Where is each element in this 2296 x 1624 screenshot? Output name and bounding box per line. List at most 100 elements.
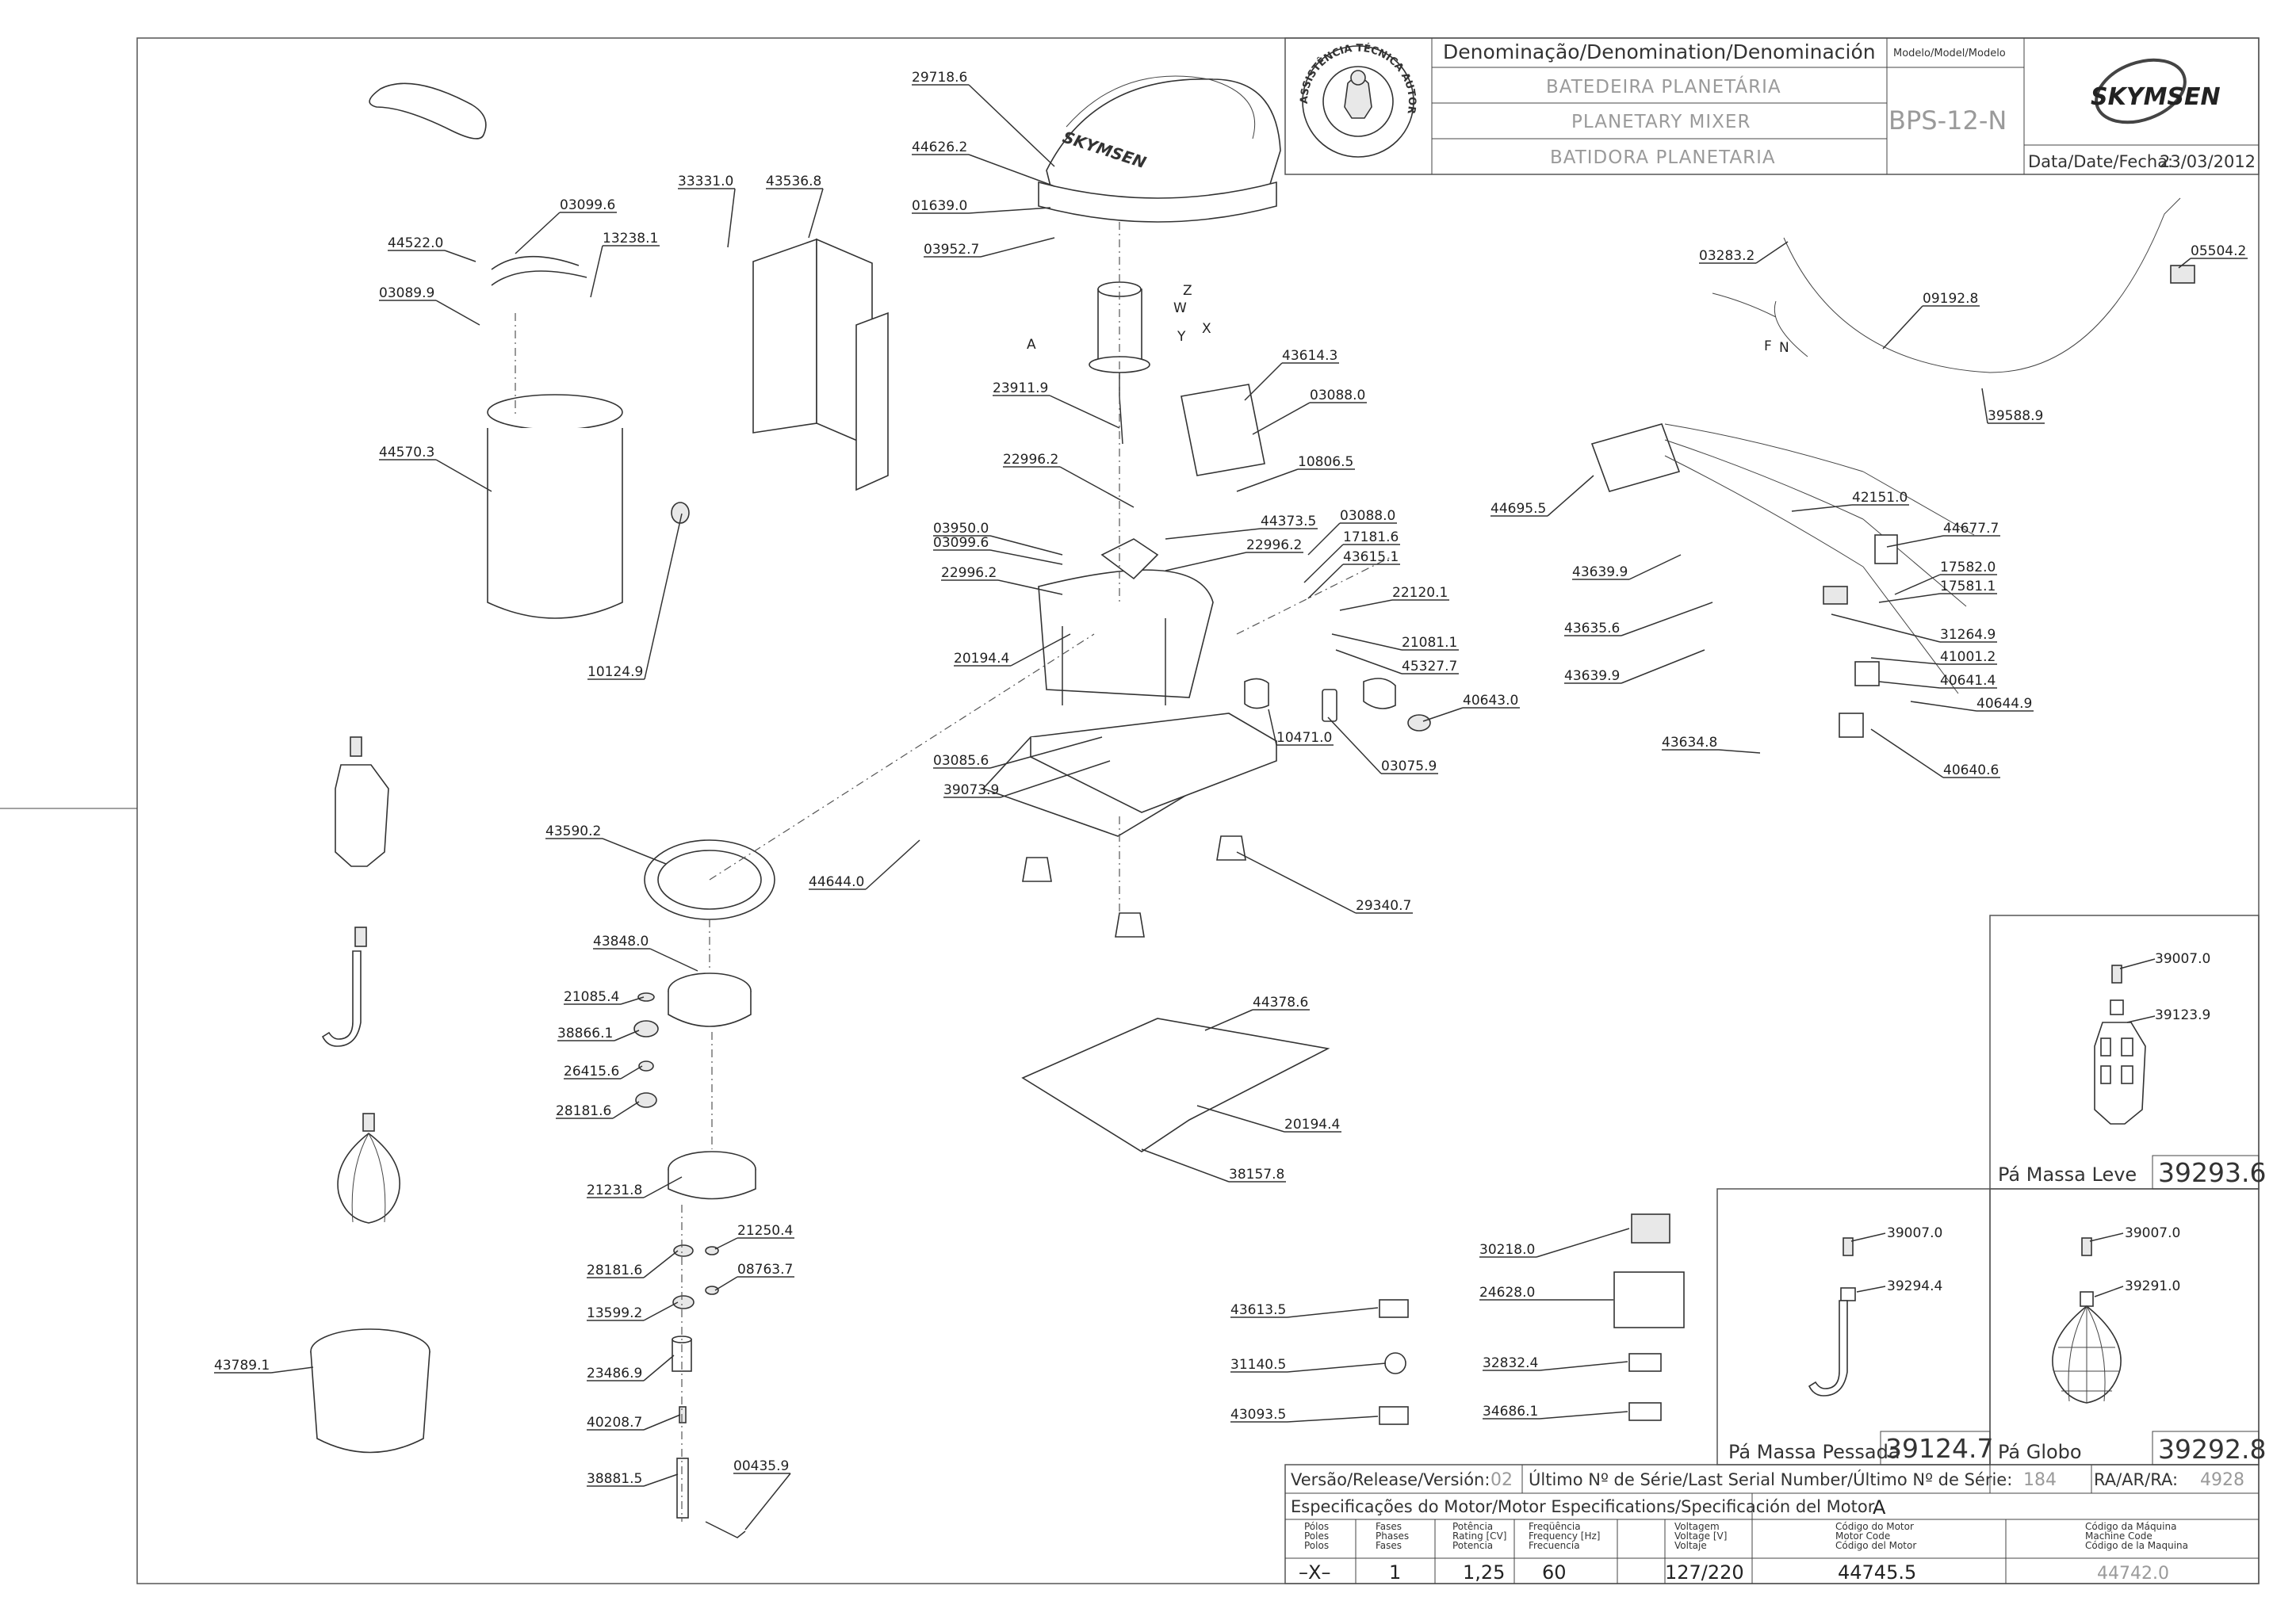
- leader-line: [1307, 522, 1341, 556]
- phases-value: 1: [1389, 1561, 1401, 1584]
- leader-line: [1621, 602, 1713, 636]
- part-label: 38881.5: [587, 1471, 642, 1487]
- leader-line: [968, 207, 1051, 214]
- leader-line: [1910, 701, 1977, 712]
- part-label: 40641.4: [1940, 673, 1996, 689]
- part-label: 22996.2: [1003, 452, 1058, 468]
- part-label: 40208.7: [587, 1415, 642, 1431]
- leader-line: [1049, 395, 1120, 429]
- kit-leve-code: 39293.6: [2158, 1157, 2266, 1188]
- part-label: 43093.5: [1230, 1407, 1286, 1423]
- leader-line: [989, 736, 1103, 769]
- part-label: 38157.8: [1229, 1167, 1284, 1183]
- part-label: 44373.5: [1261, 514, 1316, 529]
- kit-globo-part-2: 39291.0: [2125, 1278, 2180, 1294]
- leader-line: [590, 245, 603, 298]
- leader-line: [1831, 613, 1941, 643]
- part-label: 29340.7: [1356, 898, 1411, 914]
- leader-line: [714, 1276, 738, 1291]
- part-label: 05504.2: [2191, 243, 2246, 259]
- leader-line: [1870, 657, 1941, 665]
- leader-line: [643, 1473, 679, 1487]
- kit-leve-title: Pá Massa Leve: [1998, 1164, 2137, 1186]
- leader-line: [1287, 1362, 1387, 1373]
- part-label: 43639.9: [1564, 668, 1620, 684]
- part-label: 17181.6: [1343, 529, 1399, 545]
- leader-line: [1422, 707, 1464, 722]
- part-label: 44522.0: [388, 235, 443, 251]
- name-es: BATIDORA PLANETARIA: [1550, 147, 1776, 168]
- model-header: Modelo/Model/Modelo: [1893, 48, 2006, 59]
- part-label: 44570.3: [379, 445, 434, 460]
- leader-line: [643, 1250, 679, 1278]
- leader-line: [1287, 1416, 1379, 1423]
- part-label: 43789.1: [214, 1358, 270, 1374]
- kit-boxes: 39007.0 39123.9 Pá Massa Leve 39293.6 39…: [1716, 915, 2266, 1465]
- leader-line: [1236, 468, 1299, 492]
- kit-globo-drawing: 39007.0 39291.0: [2052, 1225, 2180, 1404]
- part-label: 40643.0: [1463, 693, 1518, 709]
- leader-line: [1059, 466, 1135, 508]
- kit-globo-title: Pá Globo: [1998, 1441, 2082, 1463]
- part-label: 40644.9: [1976, 696, 2032, 712]
- leader-line: [1000, 760, 1111, 798]
- leader-line: [644, 513, 683, 680]
- leader-line: [1303, 544, 1344, 583]
- part-label: 43613.5: [1230, 1302, 1286, 1318]
- leader-line: [643, 1176, 683, 1198]
- part-label: 10806.5: [1298, 454, 1353, 470]
- leader-line: [1339, 599, 1393, 611]
- part-label: 03952.7: [924, 242, 979, 258]
- leader-line: [614, 1030, 640, 1041]
- part-label: 29718.6: [912, 70, 967, 86]
- part-label: 03283.2: [1699, 248, 1755, 264]
- leader-line: [865, 839, 920, 890]
- part-label: 03085.6: [933, 753, 989, 769]
- part-label: 44378.6: [1253, 995, 1308, 1011]
- part-label: 28181.6: [587, 1263, 642, 1278]
- part-label: Y: [1177, 329, 1186, 345]
- leader-line: [1878, 593, 1941, 603]
- part-label: 42151.0: [1852, 490, 1908, 506]
- leader-line: [727, 188, 736, 248]
- kit-pessada-code: 39124.7: [1885, 1433, 1993, 1464]
- voltage-value: 127/220: [1665, 1561, 1744, 1584]
- part-label: 03099.6: [560, 197, 615, 213]
- part-label: 13599.2: [587, 1305, 642, 1321]
- leader-line: [1287, 1307, 1379, 1318]
- date-label: Data/Date/Fecha:: [2028, 152, 2173, 171]
- part-label: 22996.2: [941, 565, 997, 581]
- part-label: 44677.7: [1943, 521, 1999, 537]
- kit-globo-part-1: 39007.0: [2125, 1225, 2180, 1241]
- kit-leve-part-1: 39007.0: [2155, 951, 2210, 967]
- part-label: 43614.3: [1282, 348, 1337, 364]
- part-label: 08763.7: [737, 1262, 793, 1278]
- leader-line: [968, 84, 1055, 167]
- leader-line: [714, 1237, 738, 1250]
- leader-line: [1981, 388, 1988, 424]
- leader-line: [1307, 564, 1344, 599]
- leader-line: [435, 300, 480, 326]
- leader-line: [1165, 552, 1247, 571]
- denomination-header: Denominação/Denomination/Denominación: [1443, 40, 1876, 63]
- part-label: 41001.2: [1940, 649, 1996, 665]
- part-label: 40640.6: [1943, 762, 1999, 778]
- frequency-value: 60: [1542, 1561, 1567, 1584]
- leader-line: [1870, 728, 1944, 778]
- part-label: 03950.0: [933, 521, 989, 537]
- leader-line: [649, 948, 698, 972]
- leader-line: [1236, 851, 1357, 914]
- leader-line: [435, 459, 492, 492]
- leader-line: [1010, 633, 1071, 667]
- leader-line: [612, 1101, 640, 1119]
- part-label: 03088.0: [1310, 388, 1365, 403]
- part-label: 01639.0: [912, 198, 967, 214]
- part-label: 44644.0: [809, 874, 864, 890]
- leader-line: [989, 535, 1063, 556]
- part-label: 33331.0: [678, 174, 733, 189]
- kit-pessada-part-2: 39294.4: [1887, 1278, 1942, 1294]
